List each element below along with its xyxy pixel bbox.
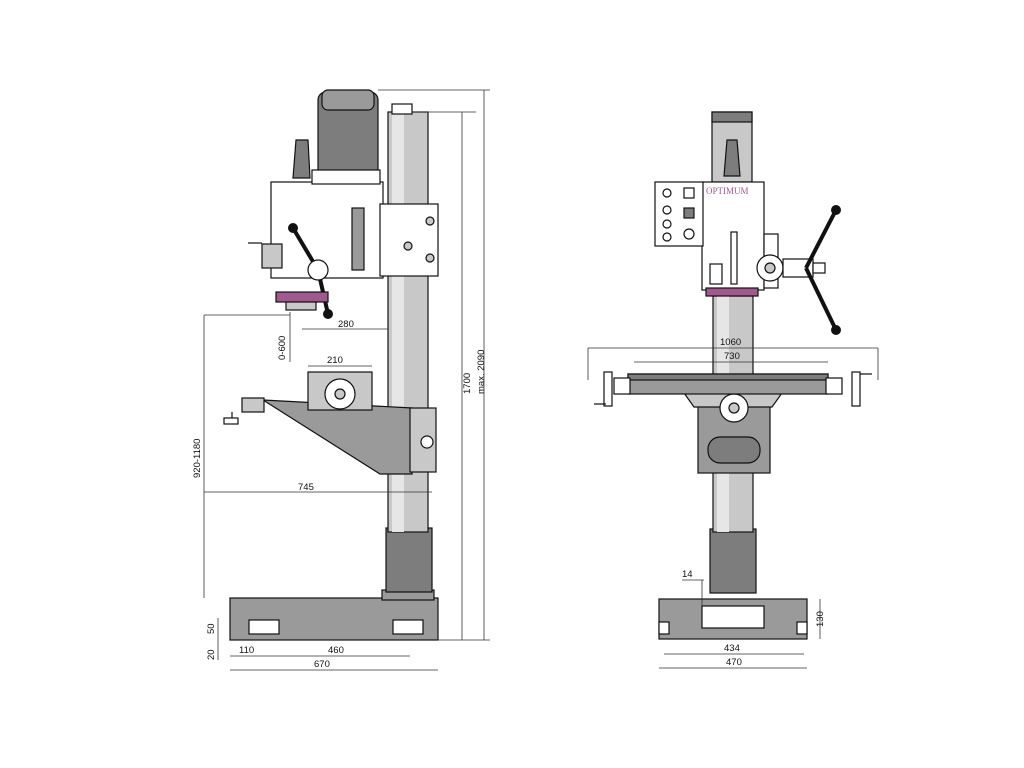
dim-434: 434 (724, 643, 740, 654)
dim-745: 745 (298, 482, 314, 493)
dim-110: 110 (239, 645, 254, 656)
feed-lever-ball-1 (288, 223, 298, 233)
dim-50: 50 (206, 623, 217, 634)
head-clamp-bolt-1 (425, 216, 435, 226)
front-table-wheel-left (603, 371, 613, 407)
front-knee-window (707, 436, 761, 464)
dim-920-1180: 920-1180 (192, 439, 203, 478)
side-view: 280 0-600 210 920-1180 745 1700 max. 209… (192, 89, 490, 671)
feed-hub (307, 259, 329, 281)
dim-470: 470 (726, 657, 742, 668)
control-button-3 (662, 219, 672, 229)
front-spindle-ring (705, 287, 759, 297)
depth-gauge (730, 231, 738, 285)
front-view: OPTIMUM 1060 730 14 130 (587, 111, 879, 669)
fine-feed-wheel (261, 243, 283, 269)
dim-210: 210 (327, 355, 343, 366)
dim-670: 670 (314, 659, 330, 670)
dim-1700: 1700 (462, 373, 473, 394)
dim-280: 280 (338, 319, 354, 330)
control-button-4 (662, 232, 672, 242)
spindle-ring (275, 291, 329, 303)
head-clamp-bolt-2 (425, 253, 435, 263)
front-head-label (709, 263, 723, 285)
dim-130: 130 (815, 611, 826, 627)
bracket-knob (420, 435, 434, 449)
drawbar-cover (292, 139, 311, 179)
head-clamp-bolt-3 (403, 241, 413, 251)
dim-1060: 1060 (720, 337, 741, 348)
side-head (270, 181, 384, 279)
head-side-panel (351, 207, 365, 271)
feed-lever-ball-2 (323, 309, 333, 319)
front-feed-knob (812, 262, 826, 274)
table-crank-handle (223, 417, 239, 425)
front-base-recess (701, 605, 765, 629)
front-control-panel (654, 181, 704, 247)
table-handwheel-hub (334, 388, 346, 400)
control-button-1 (662, 188, 672, 198)
front-lever-ball-2 (831, 325, 841, 335)
front-drawbar (723, 139, 741, 177)
table-bracket (260, 399, 413, 475)
dim-460: 460 (328, 645, 344, 656)
motor-mount (311, 169, 381, 185)
column-cap (391, 103, 413, 115)
front-brand: OPTIMUM (706, 186, 749, 196)
dim-730: 730 (724, 351, 740, 362)
front-base-foot-right (796, 621, 808, 635)
control-button-2 (662, 205, 672, 215)
control-switch-2 (683, 207, 695, 219)
front-table-end-left (613, 377, 631, 395)
front-lever-lower (804, 267, 838, 331)
front-table-wheel-right (851, 371, 861, 407)
dim-14: 14 (682, 569, 693, 580)
side-base-slot-left (248, 619, 280, 635)
front-saddle-hub (728, 402, 740, 414)
control-button-5 (683, 228, 695, 240)
dim-0-600: 0-600 (277, 336, 288, 360)
side-base-slot-right (392, 619, 424, 635)
front-table-top (627, 373, 829, 381)
front-table-end-right (825, 377, 843, 395)
front-base-foot-left (658, 621, 670, 635)
motor-fan-cover (321, 89, 375, 111)
control-switch-1 (683, 187, 695, 199)
front-lever-ball-1 (831, 205, 841, 215)
head-column-clamp (379, 203, 439, 277)
front-feed-hub-inner (764, 262, 776, 274)
front-column-cap (711, 111, 753, 123)
dim-max-2090: max. 2090 (476, 350, 487, 394)
spindle-nose (285, 301, 317, 311)
dim-20: 20 (206, 649, 217, 660)
column-sleeve (385, 527, 433, 593)
front-lever-upper (804, 209, 838, 269)
front-column-sleeve (709, 528, 757, 594)
table-crank-mount (241, 397, 265, 413)
